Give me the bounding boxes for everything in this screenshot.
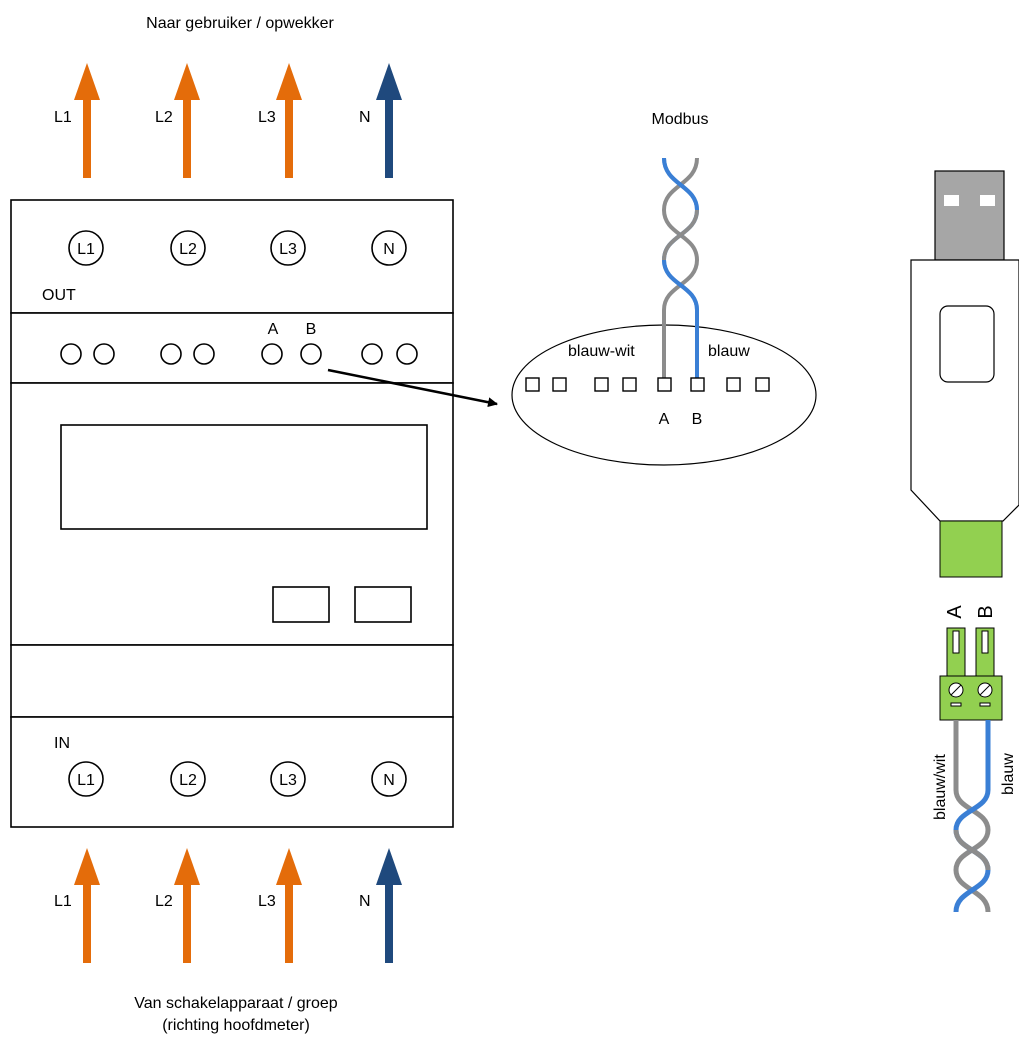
modbus-wire-blue-white: blauw-wit [568, 343, 635, 360]
arrow-l1-out [74, 63, 100, 178]
meter-terminal-a: A [268, 321, 279, 338]
modbus-wire-blue: blauw [708, 343, 750, 360]
out-label: OUT [42, 287, 76, 304]
arrow-l3-in [276, 848, 302, 963]
modbus-terminals [525, 377, 770, 392]
arrow-label-l1-bottom: L1 [54, 893, 72, 910]
meter-display [60, 424, 428, 530]
energy-meter [10, 199, 454, 828]
modbus-title: Modbus [652, 111, 709, 128]
usb-green-plug [939, 627, 1003, 721]
usb-adapter: A B blauw/wit blauw [910, 170, 1019, 913]
usb-green-socket [939, 520, 1003, 578]
usb-plug [934, 170, 1005, 261]
arrow-label-l2-top: L2 [155, 109, 173, 126]
usb-twisted-pair [953, 720, 991, 913]
bottom-arrows: L1 L2 L3 N [54, 848, 402, 963]
modbus-terminal-b: B [692, 411, 703, 428]
arrow-label-l3-top: L3 [258, 109, 276, 126]
bottom-caption-line2: (richting hoofdmeter) [162, 1017, 310, 1034]
in-terminals [68, 761, 407, 797]
in-terminal-l1: L1 [77, 772, 95, 789]
in-terminal-n: N [383, 772, 395, 789]
meter-labels: L1 L2 L3 N OUT A B IN L1 L2 L3 N [42, 241, 395, 789]
modbus-terminal-a: A [659, 411, 670, 428]
in-terminal-l3: L3 [279, 772, 297, 789]
usb-wire-blue-white: blauw/wit [932, 754, 949, 820]
out-terminal-l2: L2 [179, 241, 197, 258]
top-caption: Naar gebruiker / opwekker [146, 15, 334, 32]
meter-terminal-b: B [306, 321, 317, 338]
arrow-l2-in [174, 848, 200, 963]
out-terminal-l1: L1 [77, 241, 95, 258]
modbus-detail: Modbus blauw-wit blauw A B [511, 111, 817, 466]
arrow-label-l3-bottom: L3 [258, 893, 276, 910]
usb-wire-blue: blauw [1000, 753, 1017, 795]
arrow-n-in [376, 848, 402, 963]
arrow-label-n-bottom: N [359, 893, 371, 910]
usb-terminal-b: B [975, 605, 997, 618]
usb-plug-hole-right [980, 195, 995, 206]
arrow-n-out [376, 63, 402, 178]
callout-arrow [327, 368, 498, 408]
arrow-label-l1-top: L1 [54, 109, 72, 126]
usb-plug-hole-left [944, 195, 959, 206]
arrow-l1-in [74, 848, 100, 963]
out-terminal-n: N [383, 241, 395, 258]
usb-body [910, 259, 1019, 522]
arrow-label-l2-bottom: L2 [155, 893, 173, 910]
top-arrows: L1 L2 L3 N [54, 63, 402, 178]
usb-led-window [939, 305, 995, 383]
out-terminals [68, 230, 407, 266]
in-label: IN [54, 735, 70, 752]
arrow-l3-out [276, 63, 302, 178]
bottom-caption-line1: Van schakelapparaat / groep [134, 995, 338, 1012]
out-terminal-l3: L3 [279, 241, 297, 258]
meter-pin-row [60, 343, 418, 365]
in-terminal-l2: L2 [179, 772, 197, 789]
modbus-twisted-pair [661, 157, 700, 382]
usb-terminal-a: A [944, 605, 966, 619]
meter-button-right [354, 586, 412, 623]
arrow-label-n-top: N [359, 109, 371, 126]
arrow-l2-out [174, 63, 200, 178]
meter-button-left [272, 586, 330, 623]
